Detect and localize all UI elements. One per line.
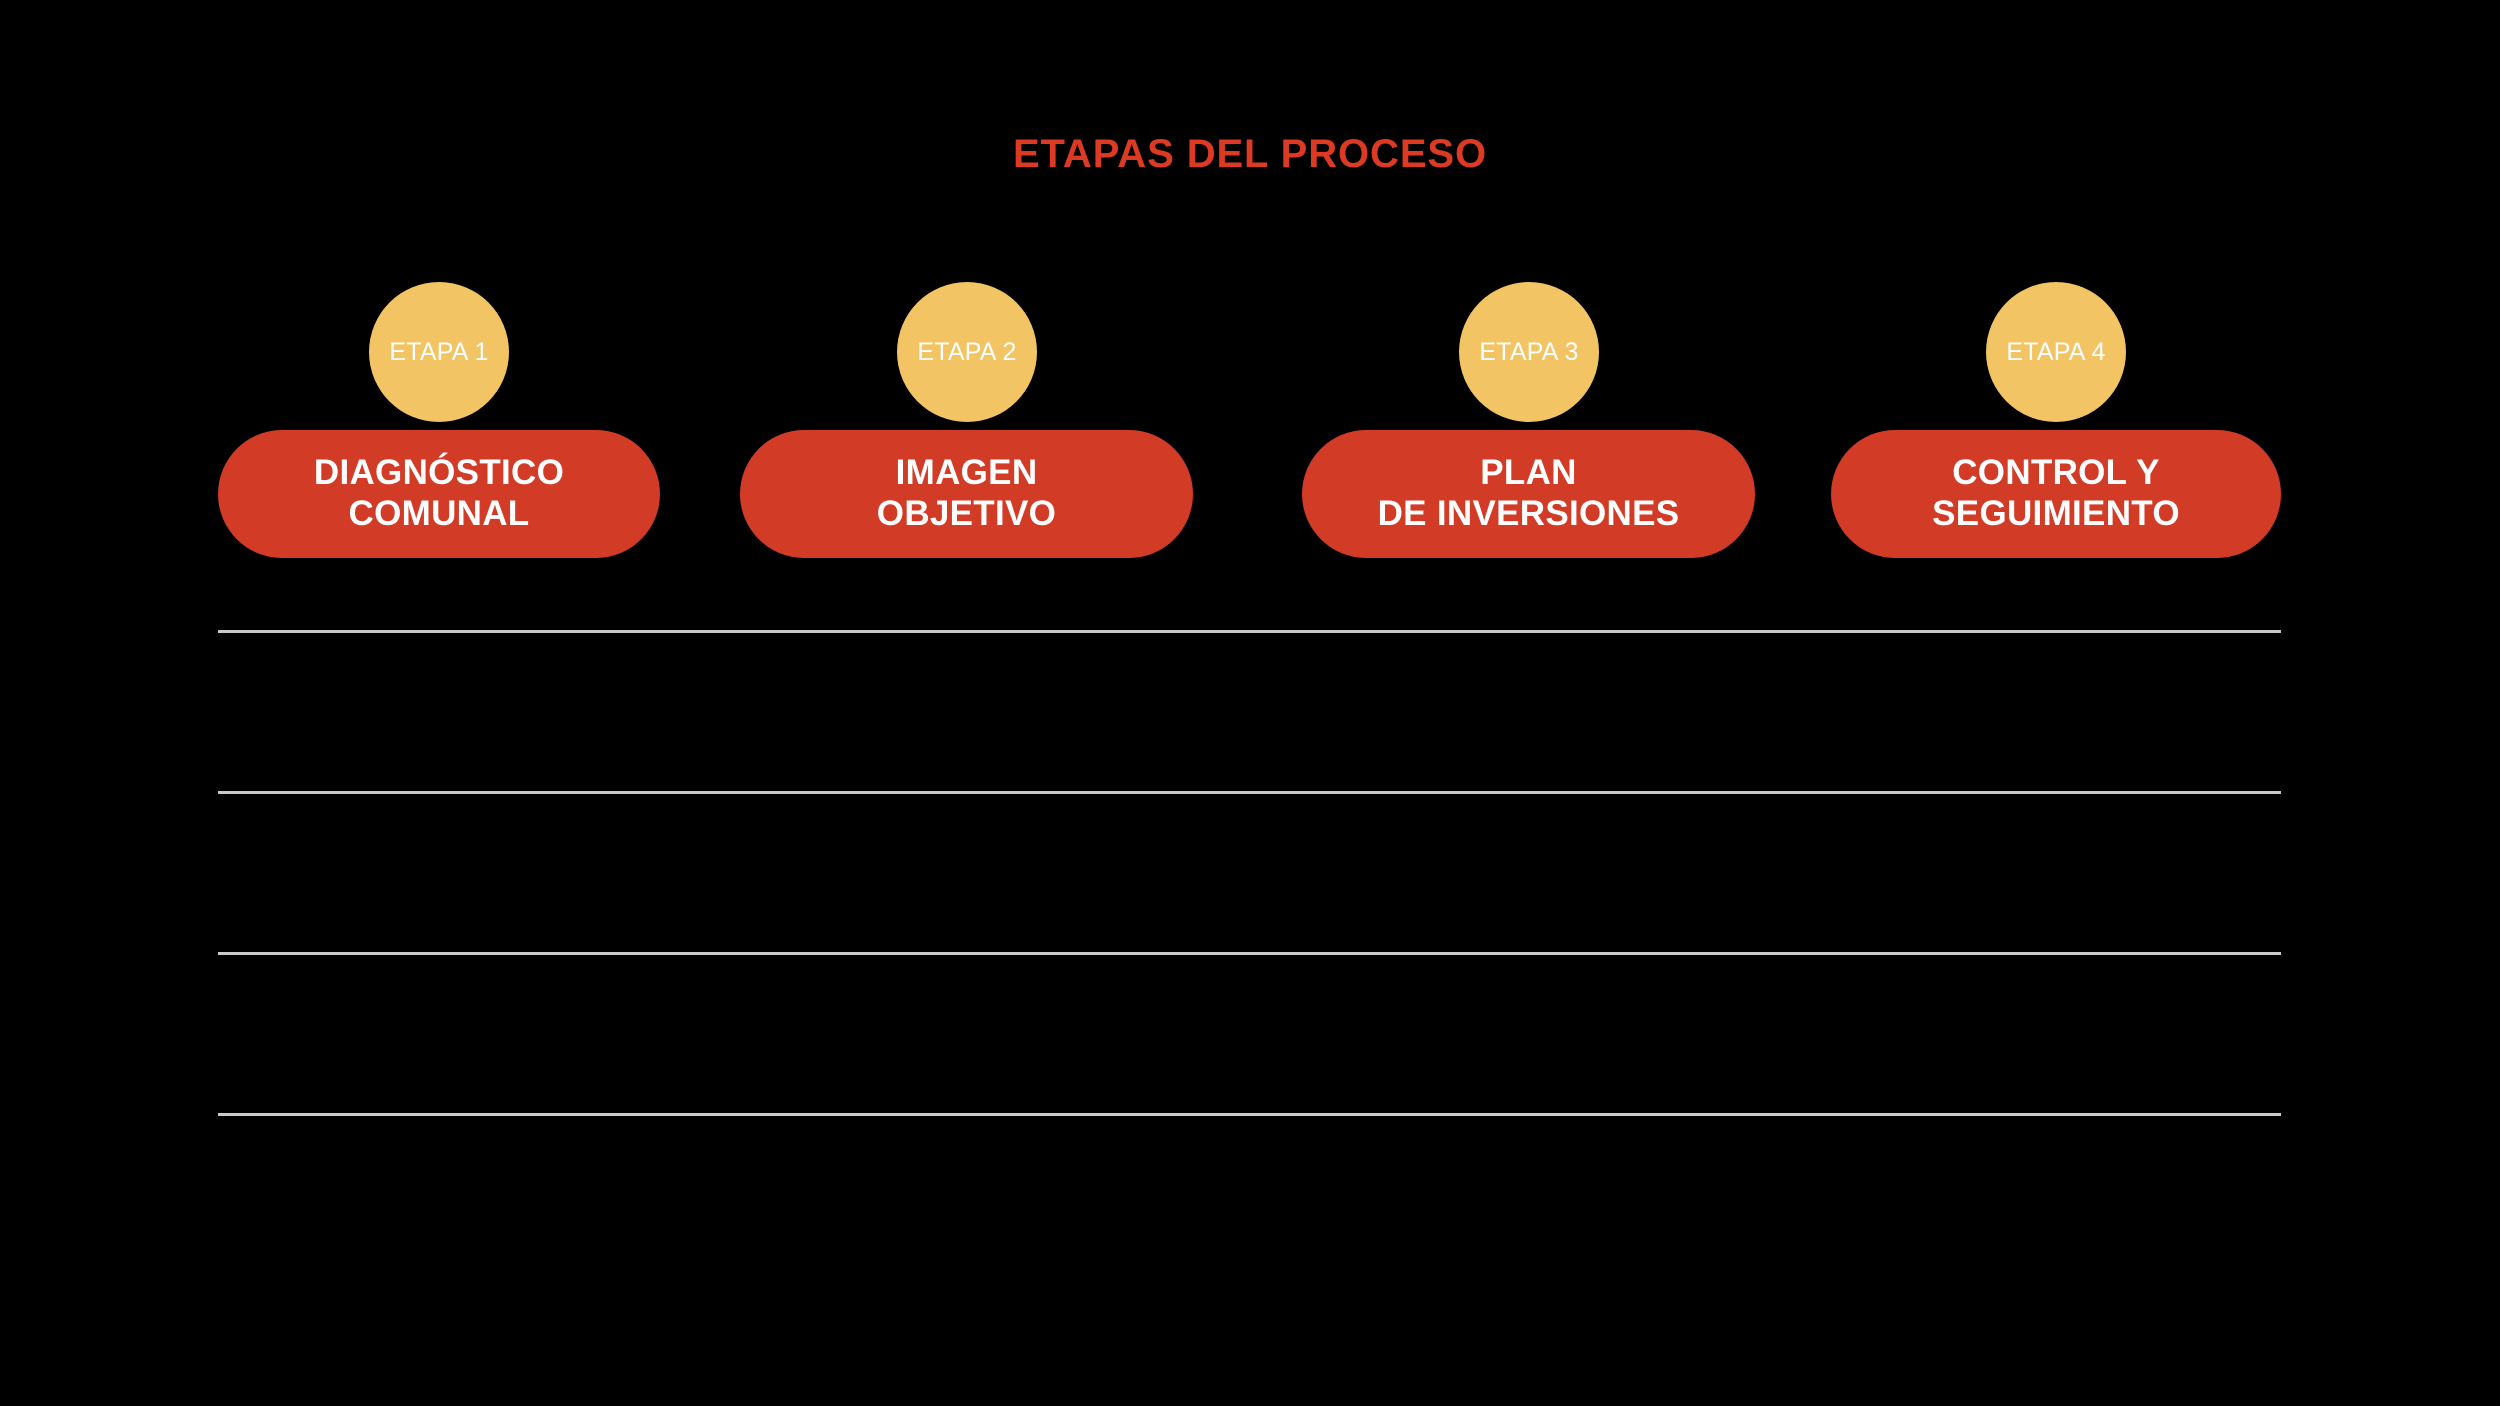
- stage-2-badge-label: ETAPA 2: [917, 337, 1017, 366]
- stage-2[interactable]: ETAPA 2 IMAGEN OBJETIVO: [740, 282, 1193, 562]
- stage-1[interactable]: ETAPA 1 DIAGNÓSTICO COMUNAL: [218, 282, 660, 562]
- divider-line-1: [218, 630, 2281, 633]
- stage-4-title-line-2: SEGUIMIENTO: [1932, 494, 2180, 533]
- stage-4-badge-circle[interactable]: ETAPA 4: [1986, 282, 2126, 422]
- stage-4[interactable]: ETAPA 4 CONTROL Y SEGUIMIENTO: [1831, 282, 2281, 562]
- page-title: ETAPAS DEL PROCESO: [1012, 132, 1488, 176]
- stage-4-title-line-1: CONTROL Y: [1952, 453, 2160, 493]
- stage-3[interactable]: ETAPA 3 PLAN DE INVERSIONES: [1302, 282, 1755, 562]
- stage-1-badge-label: ETAPA 1: [389, 337, 489, 366]
- stage-2-title-line-1: IMAGEN: [895, 453, 1038, 493]
- divider-line-3: [218, 952, 2281, 955]
- stage-3-title-line-1: PLAN: [1480, 453, 1577, 493]
- divider-line-4: [218, 1113, 2281, 1116]
- stage-1-title-line-1: DIAGNÓSTICO: [313, 453, 565, 493]
- stage-4-pill[interactable]: CONTROL Y SEGUIMIENTO: [1831, 430, 2281, 558]
- stage-3-badge-circle[interactable]: ETAPA 3: [1459, 282, 1599, 422]
- stage-3-pill[interactable]: PLAN DE INVERSIONES: [1302, 430, 1755, 558]
- stage-2-pill[interactable]: IMAGEN OBJETIVO: [740, 430, 1193, 558]
- stage-1-badge-circle[interactable]: ETAPA 1: [369, 282, 509, 422]
- stage-3-title-line-2: DE INVERSIONES: [1377, 494, 1680, 533]
- stage-1-title-line-2: COMUNAL: [348, 494, 530, 533]
- stages-row: ETAPA 1 DIAGNÓSTICO COMUNAL ETAPA 2 IMAG…: [218, 282, 2281, 562]
- stage-2-title-line-2: OBJETIVO: [876, 494, 1057, 533]
- stage-3-badge-label: ETAPA 3: [1479, 337, 1579, 366]
- stage-1-pill[interactable]: DIAGNÓSTICO COMUNAL: [218, 430, 660, 558]
- divider-line-2: [218, 791, 2281, 794]
- stage-2-badge-circle[interactable]: ETAPA 2: [897, 282, 1037, 422]
- stage-4-badge-label: ETAPA 4: [2006, 337, 2106, 366]
